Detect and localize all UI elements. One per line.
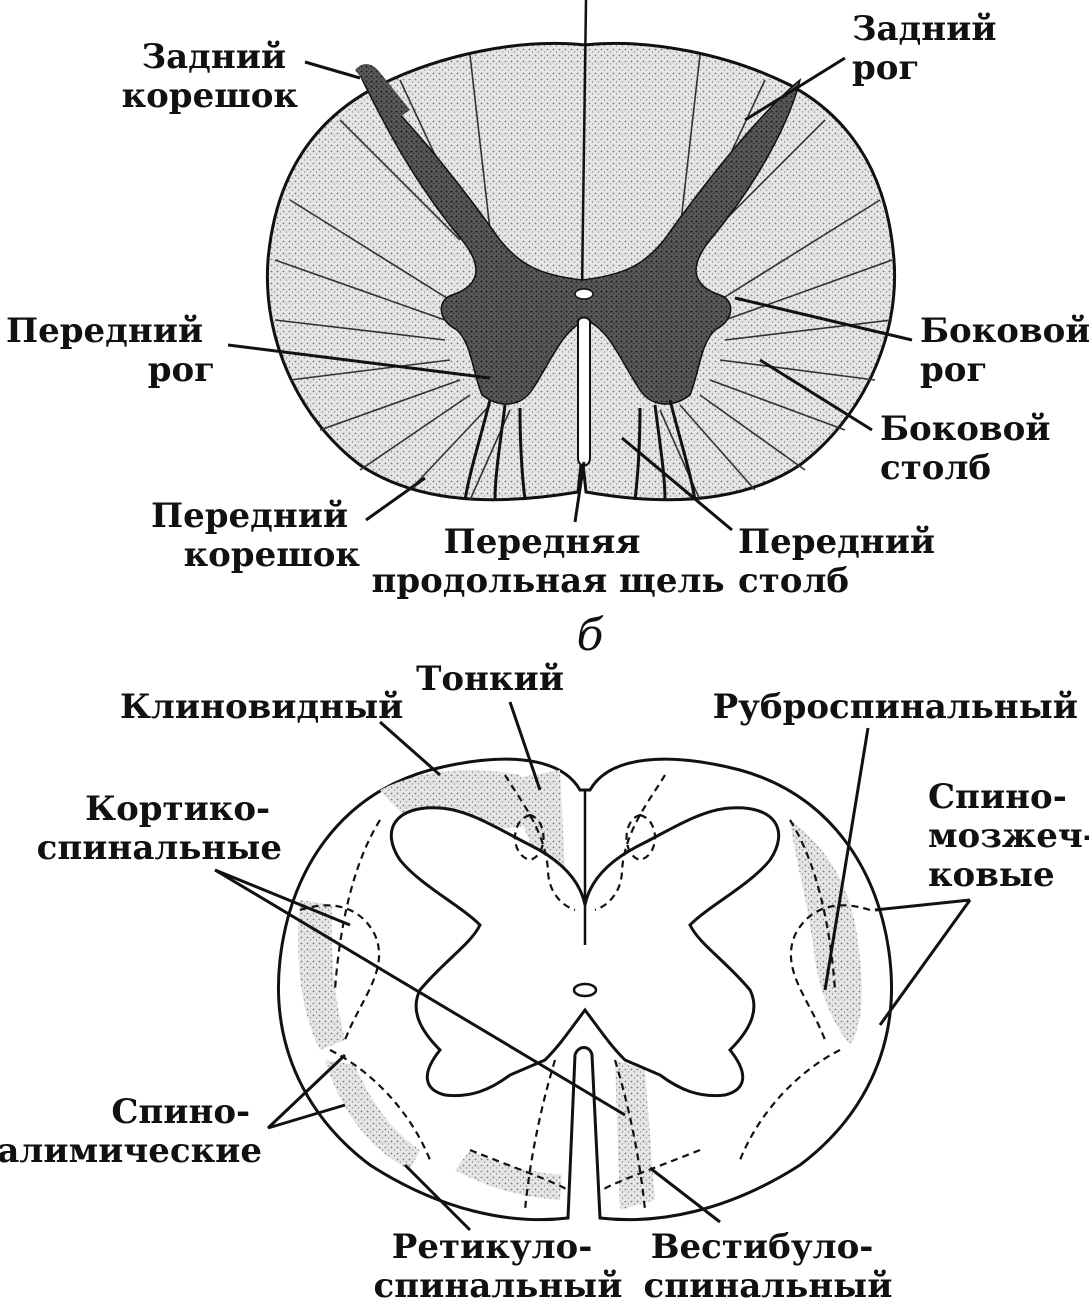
panel-letter-b: б [577,610,604,661]
label-lateral-horn: Боковой рог [920,311,1089,390]
label-anterior-fissure: Передняя продольная щель [371,522,724,601]
label-dorsal-horn: Задний рог [852,9,1008,88]
label-cuneate: Клиновидный [120,687,403,727]
label-vestibulospinal: Вестибуло- спинальный [644,1227,893,1306]
label-anterior-column: Передний столб [738,522,947,601]
leader-spinocerebellar-b [880,900,970,1025]
label-ventral-root: Передний корешок [151,496,360,575]
label-gracile: Тонкий [416,659,564,699]
leader-dorsal-root [305,62,360,78]
leader-spinocerebellar-a [875,900,970,910]
label-spinothalamic: Спино- талимические [0,1092,262,1171]
label-rubrospinal: Руброспинальный [713,687,1078,727]
label-corticospinal: Кортико- спинальные [37,789,282,868]
leader-cuneate [380,722,440,775]
label-lateral-column: Боковой столб [880,409,1062,488]
anterior-median-fissure [578,318,590,466]
panel-b-cross-section [278,759,891,1219]
panel-a-cross-section [267,0,894,500]
label-dorsal-root: Задний корешок [122,37,299,116]
label-spinocerebellar: Спино- мозжеч- ковые [928,777,1089,895]
central-canal [575,289,593,299]
panel-b-central-canal [574,984,596,996]
label-ventral-horn: Передний рог [6,311,215,390]
label-reticulospinal: Ретикуло- спинальный [374,1227,623,1306]
